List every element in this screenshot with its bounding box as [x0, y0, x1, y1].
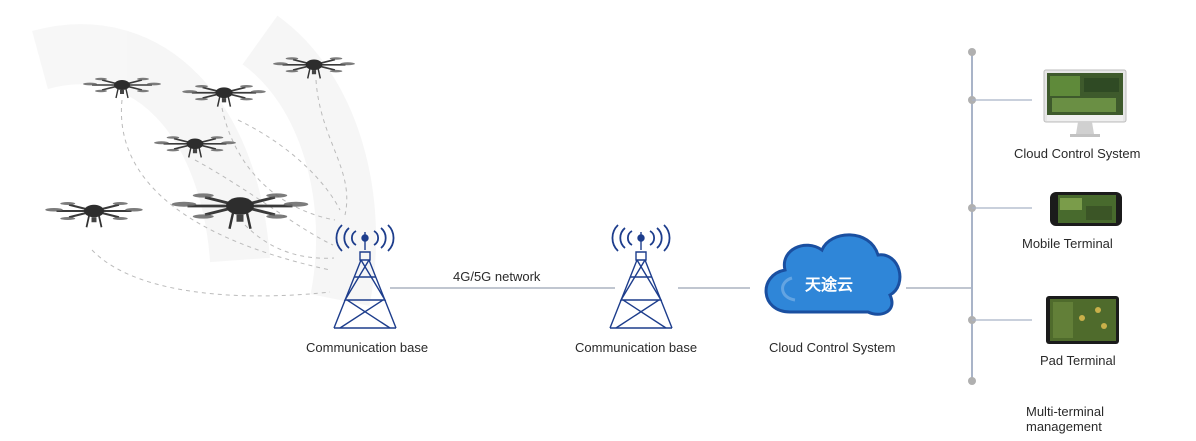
tower-2 [609, 224, 673, 329]
network-link-label: 4G/5G network [453, 269, 541, 284]
desktop-terminal-label: Cloud Control System [1014, 146, 1141, 161]
base-station-2-label: Communication base [575, 340, 698, 355]
bus-branches [972, 99, 1032, 321]
multi-terminal-label: Multi-terminal management [1026, 404, 1104, 434]
pad-tablet-icon [1046, 296, 1119, 344]
background-watermark [32, 15, 377, 306]
base-station-1-label: Communication base [306, 340, 429, 355]
mobile-phone-icon [1050, 192, 1122, 226]
tower-1 [333, 224, 397, 329]
drone-signal-lines [91, 79, 348, 297]
cloud-icon [764, 233, 902, 316]
multi-terminal-line-2: management [1026, 419, 1102, 434]
drone-5 [44, 200, 144, 229]
multi-terminal-line-1: Multi-terminal [1026, 404, 1105, 419]
mobile-terminal-label: Mobile Terminal [1022, 236, 1113, 251]
pad-terminal-label: Pad Terminal [1040, 353, 1116, 368]
cloud-text: 天途云 [805, 275, 853, 294]
cloud-system-label: Cloud Control System [769, 340, 896, 355]
desktop-monitor-icon [1043, 69, 1127, 137]
